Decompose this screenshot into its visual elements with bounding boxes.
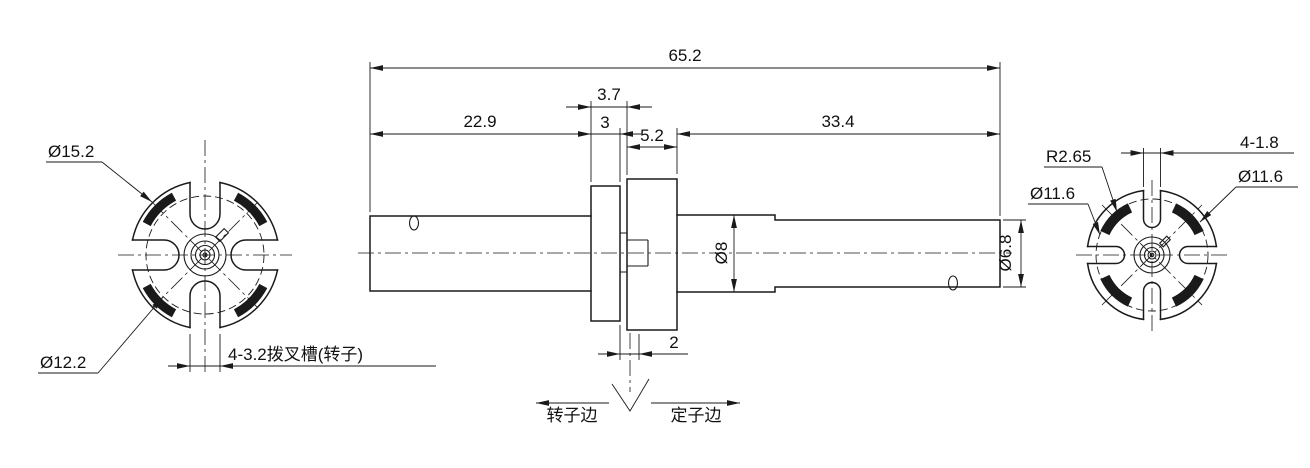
- boundary-check-mark: [611, 378, 650, 412]
- inner-diameter-leader: [97, 296, 164, 374]
- right-view-hub-circle-4: [1147, 250, 1157, 260]
- label-stator-side: 定子边: [671, 406, 722, 425]
- dim-left-section: 22.9: [463, 112, 496, 131]
- side-view: 65.2 22.9 3.7 3 5.2 33.4 Ø8 Ø6.8: [358, 46, 1026, 425]
- neck-and-bore-lines: [620, 232, 649, 273]
- left-end-view: Ø15.2 Ø12.2 4-3.2拨叉槽(转子): [38, 140, 436, 374]
- dim-diameter-right: Ø11.6: [1238, 167, 1283, 186]
- diameter-right-leader: [1199, 186, 1237, 223]
- dim-slot-width: 4-1.8: [1240, 133, 1279, 152]
- right-view-key-tab: [1158, 235, 1172, 248]
- right-view-arc-slots: [1100, 203, 1204, 307]
- dim-outer-diameter: Ø15.2: [48, 142, 94, 161]
- outer-diameter-leader: [101, 161, 153, 203]
- diameter-left-leader: [1087, 203, 1101, 236]
- left-view-key-tab: [214, 227, 230, 243]
- left-view-hub-circle-5: [202, 252, 208, 258]
- right-view-inner-dashed-circle: [1095, 198, 1209, 312]
- right-shaft-outline: [676, 214, 1001, 293]
- left-view-outer-circle: [131, 181, 279, 329]
- left-view-fork-slots: [131, 181, 279, 329]
- left-shaft-outline: [369, 215, 592, 292]
- dim-inner-diameter: Ø12.2: [40, 353, 86, 372]
- fillet-radius-leader: [1101, 166, 1118, 213]
- dim-fillet-radius: R2.65: [1046, 147, 1091, 166]
- right-view-centerlines: [1076, 180, 1228, 332]
- left-view-hub-circle-2: [190, 240, 220, 270]
- right-view-hub-circle-2: [1139, 242, 1165, 268]
- label-rotor-side: 转子边: [547, 406, 598, 425]
- left-view-hub-circle-1: [183, 233, 227, 277]
- ext-line-total: [369, 62, 1001, 216]
- label-fork-slot: 4-3.2拨叉槽(转子): [228, 345, 363, 364]
- left-view-arc-slots: [142, 192, 268, 318]
- right-view-hub-circle-1: [1133, 236, 1171, 274]
- left-view-inner-dashed-circle: [145, 195, 265, 315]
- left-view-hub-circle-4: [199, 249, 211, 261]
- right-view-hub-circle-5: [1149, 252, 1155, 258]
- dim-diameter-left: Ø11.6: [1030, 184, 1075, 203]
- dim-hub-width: 5.2: [640, 126, 664, 145]
- dim-mid-diameter: Ø8: [712, 242, 731, 265]
- right-view-fork-slots: [1086, 189, 1218, 321]
- right-view-outer-circle: [1086, 189, 1218, 321]
- dim-flange-width: 3: [600, 113, 609, 132]
- left-view-hub-circle-3: [194, 244, 216, 266]
- left-shaft-hole: [408, 215, 420, 231]
- dim-total-length: 65.2: [668, 46, 701, 65]
- dim-end-diameter: Ø6.8: [996, 235, 1015, 272]
- right-shaft-hole: [947, 275, 959, 291]
- dim-gap: 2: [669, 333, 678, 352]
- flange-1-outline: [590, 185, 621, 322]
- dim-right-section: 33.4: [821, 112, 854, 131]
- right-end-view: R2.65 Ø11.6 Ø11.6 4-1.8: [1028, 133, 1298, 332]
- flange-2-outline: [626, 178, 678, 331]
- right-view-hub-circle-3: [1143, 246, 1161, 264]
- dim-flange-offset: 3.7: [597, 85, 621, 104]
